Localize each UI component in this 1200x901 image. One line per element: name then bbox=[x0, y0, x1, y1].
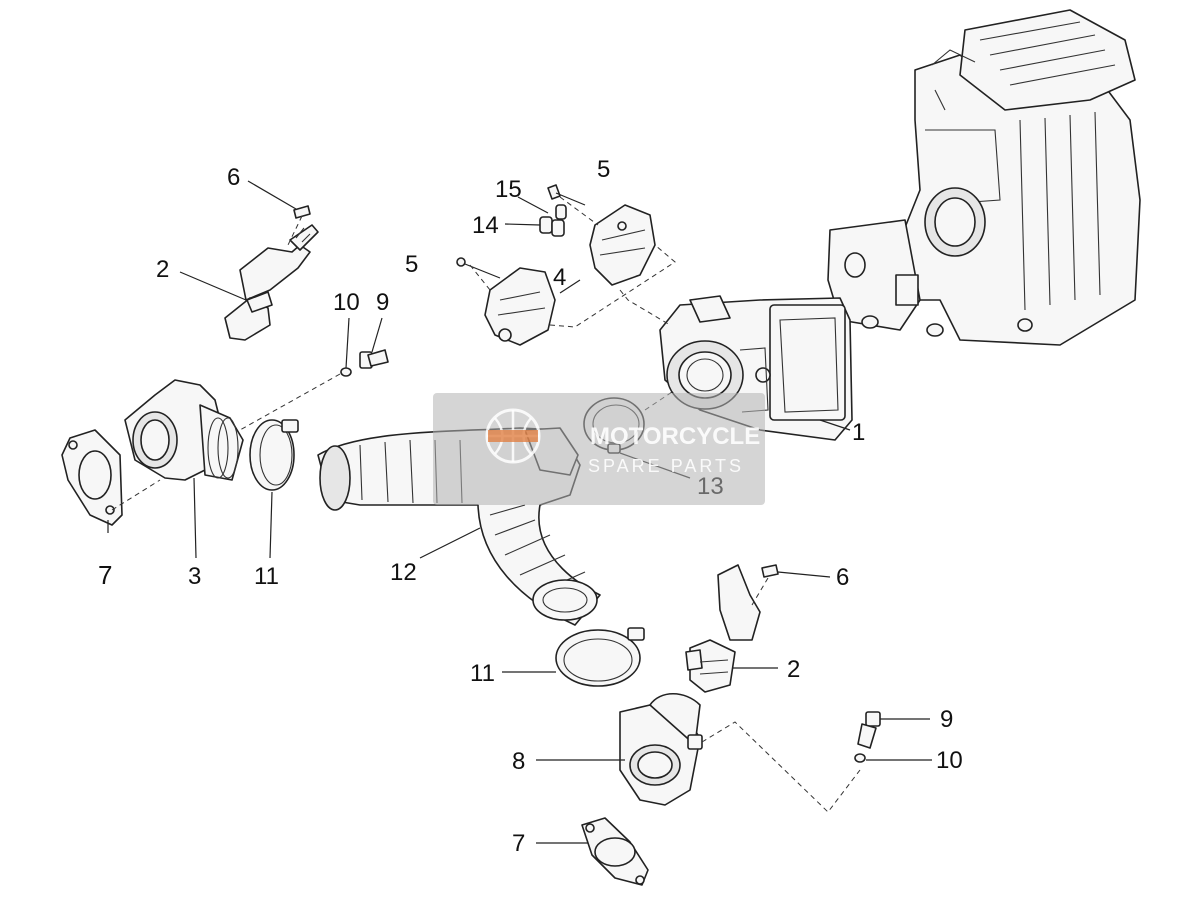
callout-2-lower: 2 bbox=[787, 656, 800, 683]
fixing-screw-6-upper bbox=[287, 205, 311, 246]
callout-10-lower: 10 bbox=[936, 747, 963, 774]
gasket-lower bbox=[581, 817, 649, 886]
callout-4: 4 bbox=[553, 264, 566, 291]
callout-8: 8 bbox=[512, 748, 525, 775]
fixing-screw-6-lower bbox=[751, 564, 779, 606]
clamp-lower bbox=[555, 627, 645, 687]
injector-lower bbox=[685, 564, 761, 693]
cover-right bbox=[589, 204, 656, 286]
washer-10-left bbox=[340, 367, 352, 377]
assembly-line-screw-left bbox=[239, 373, 341, 431]
callout-10-upper: 10 bbox=[333, 289, 360, 316]
callout-11-lower: 11 bbox=[470, 660, 495, 687]
assembly-line-lower bbox=[701, 721, 861, 813]
clamp-left bbox=[249, 419, 299, 491]
watermark-logo-icon bbox=[485, 408, 541, 464]
callout-3: 3 bbox=[188, 563, 201, 590]
callout-7-left: 7 bbox=[98, 560, 112, 590]
callout-9-upper: 9 bbox=[376, 289, 389, 316]
callout-11-left: 11 bbox=[254, 563, 279, 590]
callout-9-lower: 9 bbox=[940, 706, 953, 733]
watermark-box bbox=[433, 393, 765, 505]
callout-12: 12 bbox=[390, 559, 417, 586]
cover-left bbox=[484, 267, 556, 346]
injector-upper bbox=[224, 224, 319, 341]
callout-5-upper: 5 bbox=[597, 156, 610, 183]
callout-1: 1 bbox=[852, 419, 865, 446]
watermark: MOTORCYCLE SPARE PARTS bbox=[433, 393, 765, 505]
callout-5-left: 5 bbox=[405, 251, 418, 278]
intake-manifold-upper bbox=[124, 379, 244, 481]
air-box-assembly bbox=[827, 9, 1141, 346]
callout-6-upper: 6 bbox=[227, 164, 240, 191]
screw-9-right bbox=[857, 711, 881, 749]
gasket-left bbox=[61, 429, 123, 526]
washer-10-right bbox=[854, 753, 866, 763]
watermark-line1: MOTORCYCLE bbox=[590, 423, 760, 450]
callout-7-lower: 7 bbox=[512, 830, 525, 857]
callout-15: 15 bbox=[495, 176, 522, 203]
callout-14: 14 bbox=[472, 212, 499, 239]
screw-5-top bbox=[547, 184, 586, 206]
connector-15 bbox=[555, 204, 567, 220]
assembly-line-gasket bbox=[111, 479, 161, 511]
callout-6-lower: 6 bbox=[836, 564, 849, 591]
watermark-line2: SPARE PARTS bbox=[588, 456, 744, 476]
intake-manifold-lower bbox=[619, 693, 703, 806]
connector-14 bbox=[539, 216, 565, 237]
callout-2-upper: 2 bbox=[156, 256, 169, 283]
screw-9-left bbox=[359, 349, 389, 369]
